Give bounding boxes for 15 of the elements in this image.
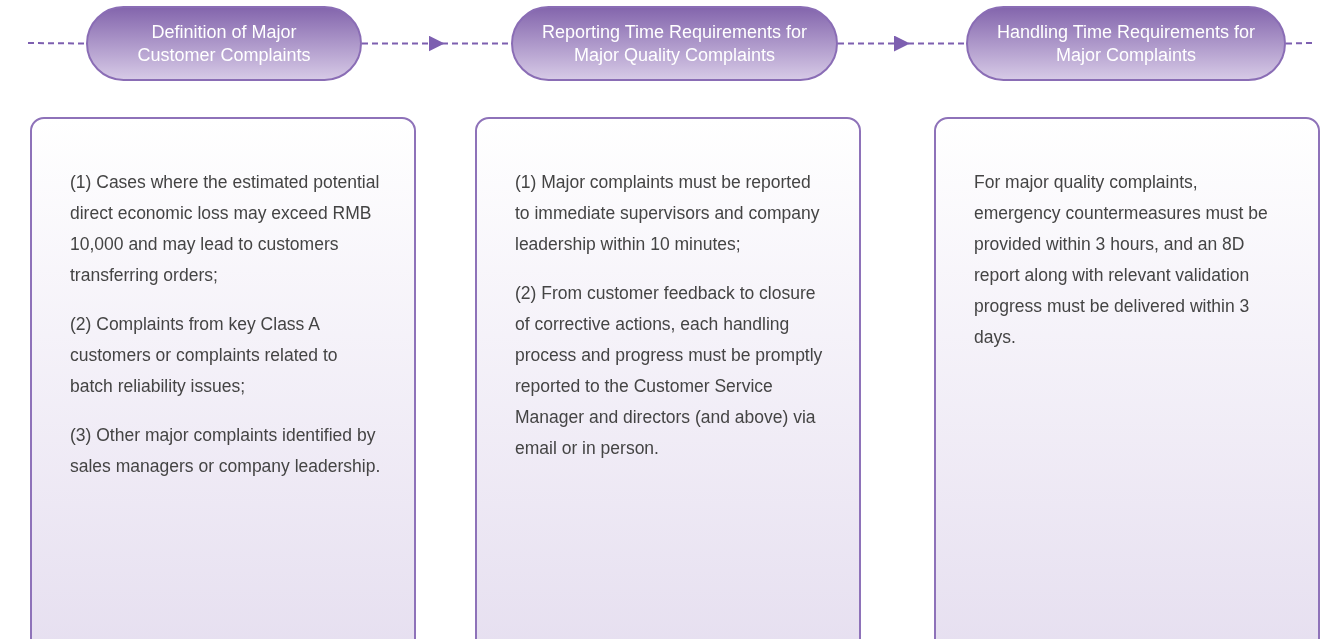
dashed-arrow — [27, 42, 87, 45]
paragraph: (1) Cases where the estimated potential direct economic loss may exceed RMB 10,000 and may lead to customers transferring orders; — [70, 171, 381, 287]
paragraph: (2) Complaints from key Class A customers or complaints related to batch reliability issues; — [70, 313, 339, 398]
paragraph: (1) Major complaints must be reported to immediate supervisors and company leadership within 10 minutes; — [515, 171, 821, 256]
content-card — [30, 117, 416, 639]
dashed-arrow — [1285, 42, 1313, 45]
stage-pill: Reporting Time Requirements for Major Quality Complaints — [511, 6, 838, 81]
stage-pill: Definition of Major Customer Complaints — [86, 6, 362, 81]
content-card — [934, 117, 1320, 639]
content-card — [475, 117, 861, 639]
paragraph: For major quality complaints, emergency countermeasures must be provided within 3 hours, and an 8D report along with relevant validation progress must be delivered within 3 days. — [974, 171, 1269, 349]
stage-pill: Handling Time Requirements for Major Complaints — [966, 6, 1286, 81]
paragraph: (2) From customer feedback to closure of corrective actions, each handling process and progress must be promptly reported to the Customer Service Manager and directors (and above) via email or in person. — [515, 282, 824, 460]
dashed-arrow — [837, 36, 967, 52]
paragraph: (3) Other major complaints identified by sales managers or company leadership. — [70, 424, 382, 478]
